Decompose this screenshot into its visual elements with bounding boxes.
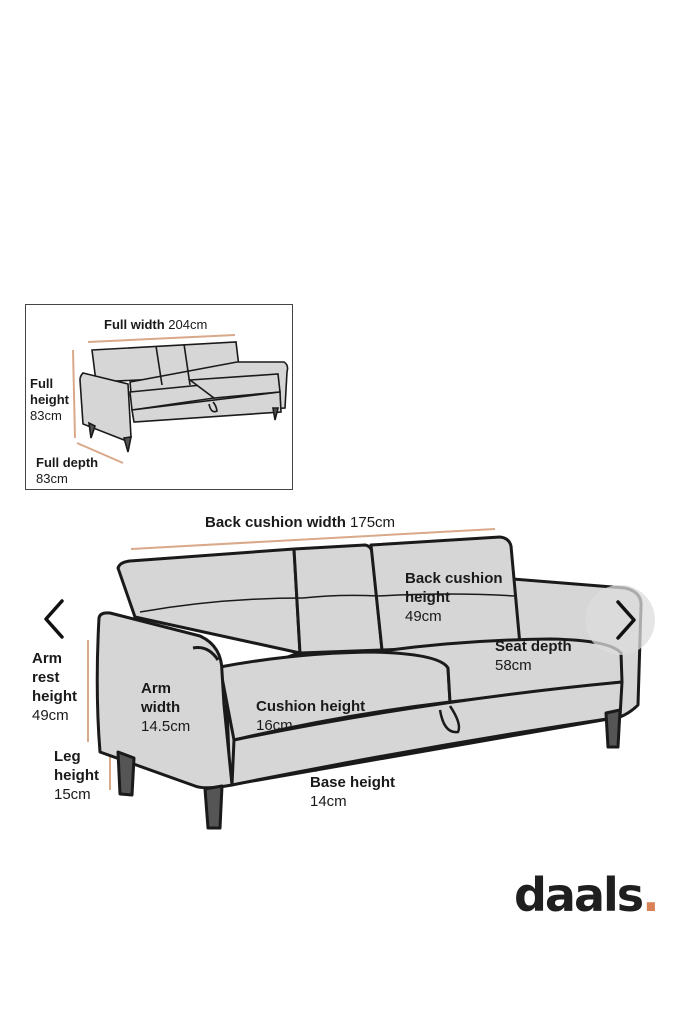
back-width-line xyxy=(130,528,496,550)
back-cushion-height-label: Back cushion height 49cm xyxy=(405,570,503,625)
arm-rest-height-label: Arm rest height 49cm xyxy=(32,650,77,724)
inset-width-line xyxy=(87,334,236,343)
chevron-left-icon xyxy=(44,599,64,639)
base-height-label: Base height 14cm xyxy=(310,774,396,810)
inset-height-line xyxy=(72,349,76,439)
back-cushion-width-label: Back cushion width 175cm xyxy=(205,514,396,531)
arm-width-label: Arm width 14.5cm xyxy=(141,680,191,735)
seat-depth-label: Seat depth 58cm xyxy=(495,638,572,674)
inset-full-depth-label: Full depth 83cm xyxy=(36,455,99,486)
chevron-right-icon xyxy=(616,600,636,640)
main-sofa xyxy=(95,535,643,830)
cushion-height-label: Cushion height 16cm xyxy=(256,698,366,734)
inset-full-width-label: Full width 204cm xyxy=(104,317,208,332)
inset-depth-line xyxy=(76,442,124,464)
next-image-button[interactable] xyxy=(585,585,655,655)
prev-image-button[interactable] xyxy=(34,595,74,643)
inset-sofa xyxy=(79,341,289,453)
leg-height-label: Leg height 15cm xyxy=(54,748,99,803)
inset-full-height-label: Full height 83cm xyxy=(30,376,69,423)
daals-logo: daals. xyxy=(514,868,660,922)
